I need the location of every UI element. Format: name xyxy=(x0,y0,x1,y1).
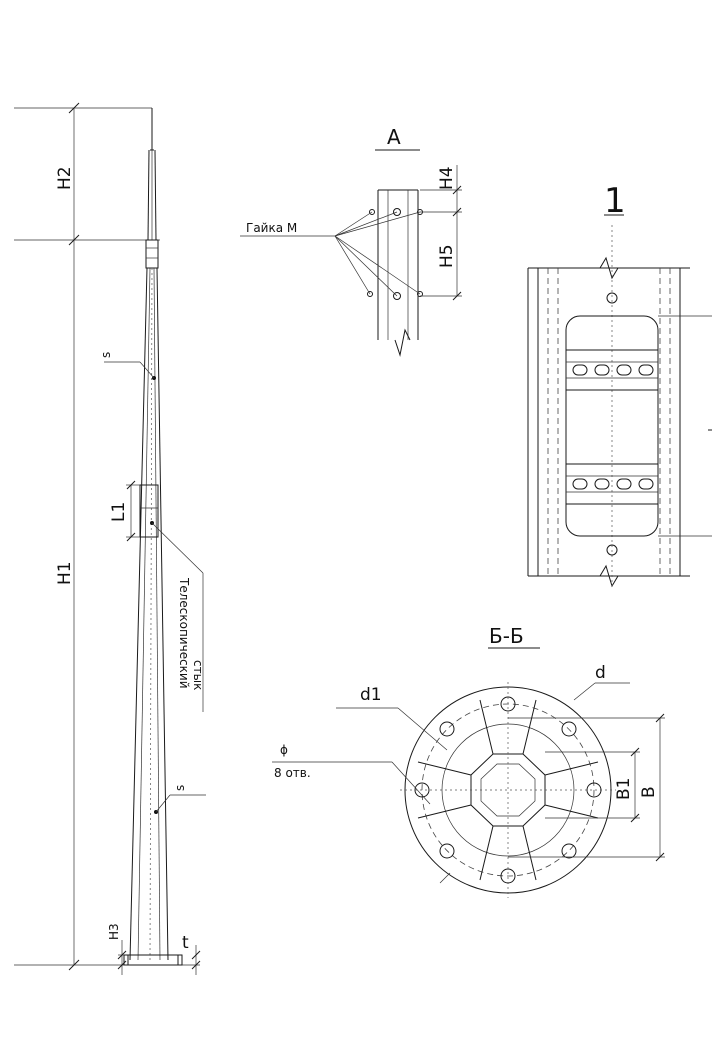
section-bb-title: Б-Б xyxy=(489,624,524,648)
pole-elevation xyxy=(14,102,206,975)
b-label: B xyxy=(639,786,659,798)
b1-label: B1 xyxy=(614,778,634,800)
telescopic-joint-label: Телескопический xyxy=(177,577,191,689)
h3-label: H3 xyxy=(107,923,121,940)
d-label: d xyxy=(595,663,606,683)
telescopic-joint-label-2: стык xyxy=(191,660,205,690)
nut-label: Гайка М xyxy=(246,221,297,235)
h5-label: H5 xyxy=(437,244,457,268)
h4-label: H4 xyxy=(437,166,457,190)
s-lower-label: s xyxy=(173,785,187,791)
h1-label: H1 xyxy=(55,561,75,585)
view-1-title: 1 xyxy=(604,181,626,221)
phi-label: ϕ xyxy=(280,743,288,757)
h2-label: H2 xyxy=(55,166,75,190)
l1-label: L1 xyxy=(109,502,129,522)
t-label: t xyxy=(182,933,189,953)
view-1-detail xyxy=(527,214,712,590)
holes-label: 8 отв. xyxy=(274,766,311,780)
d1-label: d1 xyxy=(360,685,382,705)
s-upper-label: s xyxy=(99,352,113,358)
view-a-detail xyxy=(240,149,462,357)
view-a-title: A xyxy=(387,125,401,149)
section-bb-flange xyxy=(272,647,665,898)
